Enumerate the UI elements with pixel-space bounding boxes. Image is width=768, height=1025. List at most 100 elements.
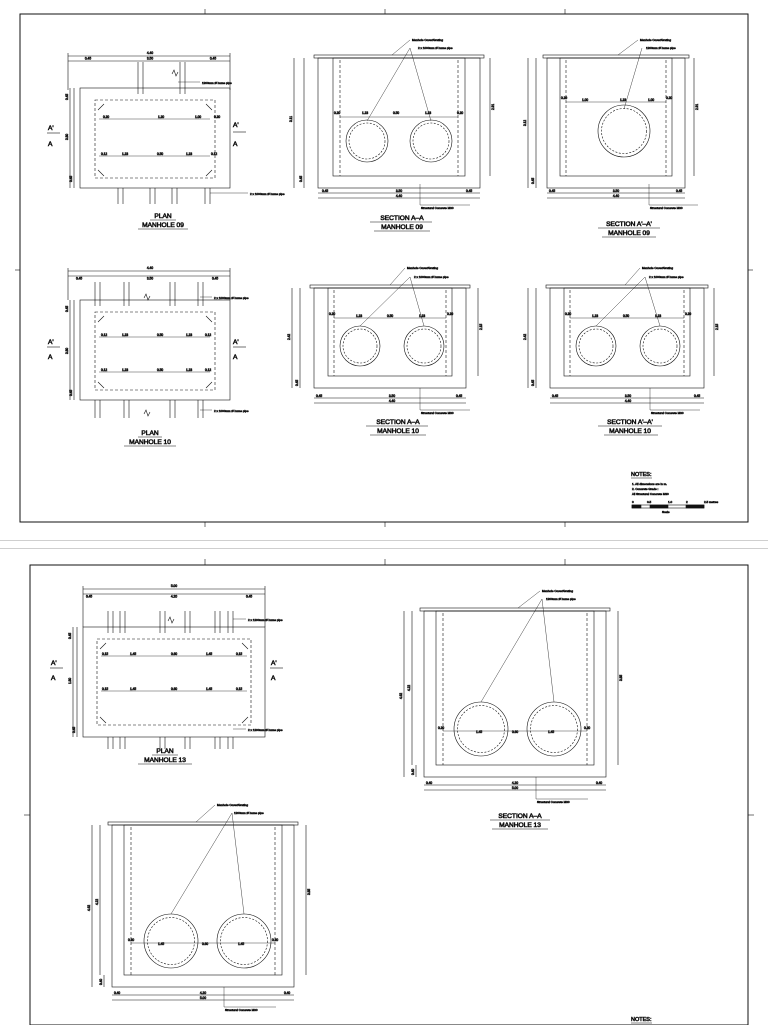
sec13b-row-dim: 0.20 (272, 938, 278, 942)
plan09-dim-mid: 3.50 (147, 57, 153, 61)
sec09-row-dim: 1.23 (362, 111, 368, 115)
plan-manhole-10: 4.40 0.45 3.50 0.45 2 x 1000mm Ø hume pi… (47, 266, 249, 447)
sec09b-bottom-overall: 4.40 (613, 194, 619, 198)
sec13-subtitle: MANHOLE 13 (499, 822, 541, 829)
plan13-pipe-label-top: 2 x 1200mm Ø hume pipe (248, 618, 283, 622)
sec13b-concrete-label: Structural Concrete M30 (225, 1008, 258, 1012)
sec13b-left-dim: 4.62 (87, 905, 91, 911)
sec10-concrete-label: Structural Concrete M30 (421, 411, 454, 415)
sec10-title: SECTION A–A (376, 419, 420, 426)
sec13-bottom-end: 0.40 (426, 781, 432, 785)
sec13b-bottom-end: 0.40 (284, 991, 290, 995)
sec09b-title: SECTION A'–A' (606, 221, 652, 228)
drawing-sheet-2: 5.00 0.45 4.20 0.45 2 x 1200mm Ø hume pi… (0, 548, 768, 1025)
plan13-pipe-label-bottom: 2 x 1200mm Ø hume pipe (248, 728, 283, 732)
plan09-tag-right-top: A' (233, 122, 239, 129)
sec09b-left-dim: 3.12 (523, 120, 527, 126)
sec09b-bottom-end: 0.45 (676, 189, 682, 193)
plan-manhole-13: 5.00 0.45 4.20 0.45 2 x 1200mm Ø hume pi… (50, 584, 283, 765)
plan13-dim: 0.45 (86, 595, 92, 599)
plan09-left-dim: 0.45 (65, 94, 69, 100)
plan09-subtitle: MANHOLE 09 (142, 222, 184, 229)
sec09-bottom-end: 0.45 (466, 189, 472, 193)
sec10b-row-dim: 0.50 (623, 314, 629, 318)
sec10-row-dim: 1.23 (419, 314, 425, 318)
sheet-2-svg: 5.00 0.45 4.20 0.45 2 x 1200mm Ø hume pi… (24, 559, 754, 1025)
sec10b-subtitle: MANHOLE 10 (609, 428, 651, 435)
notes-title: NOTES: (631, 472, 652, 478)
plan10-inner-dim: 1.23 (122, 333, 128, 337)
sec10b-row-dim: 0.20 (565, 312, 571, 316)
plan13-inner-dim: 1.45 (130, 652, 136, 656)
plan10-pipe-label-bottom: 2 x 1000mm Ø hume pipe (214, 409, 249, 413)
sec13b-row-dim: 0.60 (202, 942, 208, 946)
plan13-subtitle: MANHOLE 13 (144, 757, 186, 764)
sec13-pipe-label: 1200mm Ø hume pipe (546, 597, 576, 601)
sec13-title: SECTION A–A (498, 813, 542, 820)
sec13b-left-dim: 4.22 (95, 899, 99, 905)
sec09-right-dim: 2.91 (491, 104, 495, 110)
plan10-dim: 0.45 (76, 277, 82, 281)
sec10-right-dim: 2.15 (479, 324, 483, 330)
plan13-inner-dim: 0.15 (236, 687, 242, 691)
plan10-left-dim: 3.80 (65, 348, 69, 354)
plan10-overall-dim: 4.40 (147, 266, 153, 270)
plan09-title: PLAN (154, 213, 171, 220)
plan09-left-dim: 0.45 (69, 176, 73, 182)
sec09-bottom-inner: 3.50 (396, 189, 402, 193)
scale-tick: 2 (686, 500, 688, 504)
sec13-row-dim: 1.45 (548, 730, 554, 734)
sec13-left-dim: 4.62 (399, 693, 403, 699)
sec09-pipe-label: 2 x 1000mm Ø hume pipe (418, 46, 453, 50)
plan13-inner-dim: 1.45 (130, 687, 136, 691)
sec13-right-dim: 3.85 (619, 675, 623, 681)
sec13-left-dim: 4.22 (407, 685, 411, 691)
sec13b-pipe-label: 1200mm Ø hume pipe (234, 811, 264, 815)
notes-block-sheet-1: NOTES: 1. All dimensions are in m. 2. Co… (631, 472, 719, 515)
sec09b-left-dim: 0.45 (531, 178, 535, 184)
sec09-cover-label: Manhole Cover/Grating (412, 38, 443, 42)
plan09-tag-left-top: A' (48, 125, 54, 132)
sec10b-concrete-label: Structural Concrete M30 (651, 411, 684, 415)
scale-tick: 2.5 metres (704, 500, 719, 504)
plan09-inner-dim: 0.12 (211, 152, 217, 156)
sec09b-row-dim: 0.20 (666, 96, 672, 100)
plan09-dim-left: 0.45 (85, 57, 91, 61)
scale-label: Scale (662, 510, 670, 514)
sec10b-cover-label: Manhole Cover/Grating (642, 266, 673, 270)
sec13-left-dim: 0.40 (411, 769, 415, 775)
sec10-subtitle: MANHOLE 10 (377, 428, 419, 435)
plan10-tag-right-top: A' (233, 339, 239, 346)
plan-manhole-09: 4.40 0.45 3.50 0.45 1200mm Ø hume pipe 0… (47, 51, 285, 230)
plan10-left-dim: 0.45 (65, 306, 69, 312)
sec09-bottom-overall: 4.40 (396, 194, 402, 198)
sec13-concrete-label: Structural Concrete M30 (537, 800, 570, 804)
plan10-dim: 3.50 (147, 277, 153, 281)
sec10b-left-dim: 2.42 (523, 334, 527, 340)
plan10-inner-dim: 1.23 (122, 368, 128, 372)
plan13-left-dim: 0.45 (72, 727, 76, 733)
sec13-row-dim: 0.20 (584, 726, 590, 730)
plan13-tag-left-top: A' (51, 660, 57, 667)
plan10-inner-dim: 0.12 (205, 333, 211, 337)
sec10-pipe-label: 2 x 1000mm Ø hume pipe (414, 275, 449, 279)
sec10b-row-dim: 1.23 (592, 314, 598, 318)
plan10-inner-dim: 0.12 (205, 368, 211, 372)
sec10b-left-dim: 0.45 (531, 380, 535, 386)
plan13-tag-right-top: A' (271, 660, 277, 667)
notes-item: 1. All dimensions are in m. (632, 482, 667, 486)
sec09b-right-dim: 2.91 (695, 104, 699, 110)
plan10-inner-dim: 1.23 (186, 333, 192, 337)
sec13b-row-dim: 1.45 (158, 942, 164, 946)
plan13-inner-dim: 1.45 (206, 687, 212, 691)
notes-item: 2. Concrete Grade : (632, 487, 659, 491)
plan10-inner-dim: 0.50 (157, 333, 163, 337)
plan09-dim-right: 0.45 (210, 57, 216, 61)
plan09-inner-dim: 0.50 (157, 152, 163, 156)
sec10b-bottom-inner: 3.50 (625, 394, 631, 398)
sec13b-right-dim: 3.85 (307, 889, 311, 895)
plan09-overall-dim: 4.40 (147, 51, 153, 55)
sec09b-row-dim: 1.00 (648, 98, 654, 102)
section-aa-manhole-10: 0.20 1.23 0.50 1.23 0.20 Manhole Cover/G… (287, 266, 483, 436)
sec10b-row-dim: 0.20 (685, 312, 691, 316)
